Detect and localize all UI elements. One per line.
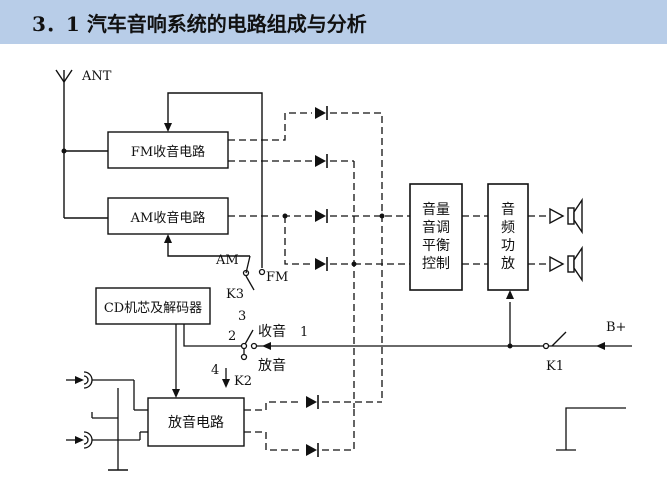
label-radio: 收音 (258, 323, 286, 340)
diode-playback-1 (305, 394, 319, 410)
audio-amplifier-block (487, 183, 529, 291)
volume-block-line-4: 控制 (422, 256, 450, 272)
label-3: 3 (238, 309, 246, 324)
switch-am-label: AM (215, 253, 239, 268)
playback-block-label: 放音电路 (168, 414, 224, 431)
volume-block-line-2: 音调 (422, 219, 450, 236)
switch-k2-label: K2 (234, 374, 252, 389)
speaker-icon (549, 197, 583, 235)
volume-block-line-3: 平衡 (422, 238, 450, 254)
switch-k1 (542, 342, 550, 350)
label-playback: 放音 (258, 357, 286, 374)
amp-block-line-2: 频 (501, 220, 515, 236)
diode-fm-2 (314, 153, 328, 169)
cd-mechanism-block (95, 287, 211, 325)
switch-k3-label: K3 (226, 287, 244, 302)
diode-am-1 (314, 208, 328, 224)
diode-playback-2 (305, 442, 319, 458)
slide-title-text: 汽车音响系统的电路组成与分析 (86, 12, 367, 36)
am-block-label: AM收音电路 (130, 210, 206, 226)
am-receiver-block (107, 197, 229, 235)
cd-block-label: CD机芯及解码器 (104, 301, 202, 316)
amp-block-line-1: 音 (501, 201, 515, 218)
switch-fm-label: FM (266, 270, 288, 285)
tape-head-icon (66, 371, 148, 411)
antenna-icon (55, 69, 73, 218)
label-1: 1 (300, 325, 308, 340)
diode-fm-1 (314, 105, 328, 121)
diode-am-2 (314, 256, 328, 272)
supply-label: B+ (606, 320, 626, 335)
title-bar: 3．1 汽车音响系统的电路组成与分析 (0, 0, 667, 44)
slide-title: 3．1 汽车音响系统的电路组成与分析 (32, 8, 367, 37)
slide-title-number: 3．1 (32, 12, 80, 36)
speaker-icon (549, 245, 583, 283)
volume-tone-control-block (409, 183, 463, 291)
label-4: 4 (211, 363, 219, 378)
ground-icon (556, 407, 626, 451)
fm-receiver-block (107, 131, 229, 169)
antenna-label: ANT (81, 69, 112, 84)
audio-circuit-diagram: ANT FM收音电路 AM收音电路 音量 音调 (55, 69, 632, 471)
switch-k1-label: K1 (546, 359, 564, 374)
selector-switch-k3 (242, 255, 266, 291)
amp-block-line-3: 功 (501, 238, 515, 254)
playback-circuit-block (147, 397, 245, 447)
fm-block-label: FM收音电路 (131, 144, 205, 160)
amp-block-line-4: 放 (501, 256, 515, 272)
tape-head-icon (66, 388, 148, 470)
label-2: 2 (228, 329, 236, 344)
volume-block-line-1: 音量 (422, 201, 450, 218)
